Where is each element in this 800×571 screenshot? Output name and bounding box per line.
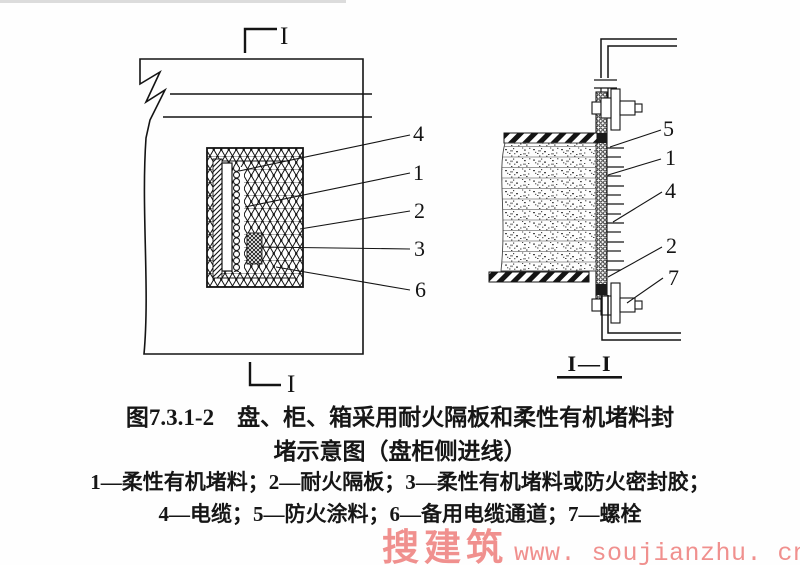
cable-circles bbox=[233, 167, 244, 272]
top-hatch-band bbox=[503, 132, 598, 144]
bottom-hatch-band bbox=[488, 271, 590, 283]
section-title-underline bbox=[557, 376, 622, 379]
watermark: 搜建筑 www. soujianzhu. cn bbox=[382, 517, 800, 571]
figure-caption-line1: 图7.3.1-2 盘、柜、箱采用耐火隔板和柔性有机堵料封 bbox=[125, 405, 675, 430]
figure-caption-line2: 堵示意图（盘柜侧进线） bbox=[273, 439, 527, 464]
legend-line2: 4—电缆；5—防火涂料；6—备用电缆通道；7—螺栓 bbox=[158, 502, 642, 526]
callout-1-right: 1 bbox=[665, 145, 676, 170]
callout-7: 7 bbox=[668, 265, 679, 290]
board-edge-hatch-strip bbox=[212, 158, 223, 279]
bolt-top bbox=[591, 97, 643, 119]
scan-artifact-line bbox=[0, 0, 346, 3]
callout-2-right: 2 bbox=[666, 233, 677, 258]
right-callout-leaders bbox=[607, 129, 664, 304]
technical-diagram: I 4 1 2 3 6 bbox=[139, 23, 681, 398]
section-mark-bottom-label: I bbox=[287, 371, 295, 398]
figure-legend: 1—柔性有机堵料；2—耐火隔板；3—柔性有机堵料或防火密封胶； 4—电缆；5—防… bbox=[0, 466, 800, 530]
callout-1: 1 bbox=[413, 160, 424, 185]
cable-ends bbox=[607, 147, 624, 271]
left-callout-leaders bbox=[238, 134, 411, 291]
panel-frame-bottom bbox=[601, 295, 681, 341]
section-cut-mark-bottom bbox=[248, 362, 281, 387]
callout-3: 3 bbox=[414, 236, 425, 261]
watermark-url: www. soujianzhu. cn bbox=[514, 539, 800, 568]
section-cut-mark-top bbox=[243, 27, 277, 53]
callout-2: 2 bbox=[414, 198, 425, 223]
flange-plate-bottom bbox=[610, 282, 621, 324]
fire-board-strip-dots bbox=[596, 92, 607, 308]
cabinet-top-frame-lines bbox=[163, 93, 372, 118]
panel-frame-top bbox=[600, 38, 677, 78]
flange-plate-top bbox=[610, 88, 621, 131]
strip-dark-joint-top bbox=[596, 133, 607, 143]
right-figure-section-view: 5 1 4 2 7 I—I bbox=[488, 38, 681, 379]
figure-caption: 图7.3.1-2 盘、柜、箱采用耐火隔板和柔性有机堵料封 堵示意图（盘柜侧进线） bbox=[0, 401, 800, 469]
left-figure-front-view: I 4 1 2 3 6 bbox=[139, 23, 426, 398]
section-mark-top-label: I bbox=[280, 23, 288, 50]
watermark-site-name: 搜建筑 bbox=[382, 528, 508, 569]
fire-resistant-board bbox=[221, 162, 233, 272]
callout-6: 6 bbox=[415, 277, 426, 302]
legend-line1: 1—柔性有机堵料；2—耐火隔板；3—柔性有机堵料或防火密封胶； bbox=[90, 470, 710, 494]
cabinet-outline bbox=[139, 58, 364, 355]
sealant-patch bbox=[246, 232, 263, 265]
callout-5: 5 bbox=[663, 116, 674, 141]
callout-4-right: 4 bbox=[665, 178, 676, 203]
sealant-band-section bbox=[500, 142, 597, 272]
callout-4: 4 bbox=[413, 121, 424, 146]
section-title: I—I bbox=[567, 351, 612, 376]
strip-dark-joint-bottom bbox=[596, 284, 607, 295]
bolt-bottom bbox=[591, 295, 643, 316]
break-ticks-top bbox=[594, 79, 617, 98]
